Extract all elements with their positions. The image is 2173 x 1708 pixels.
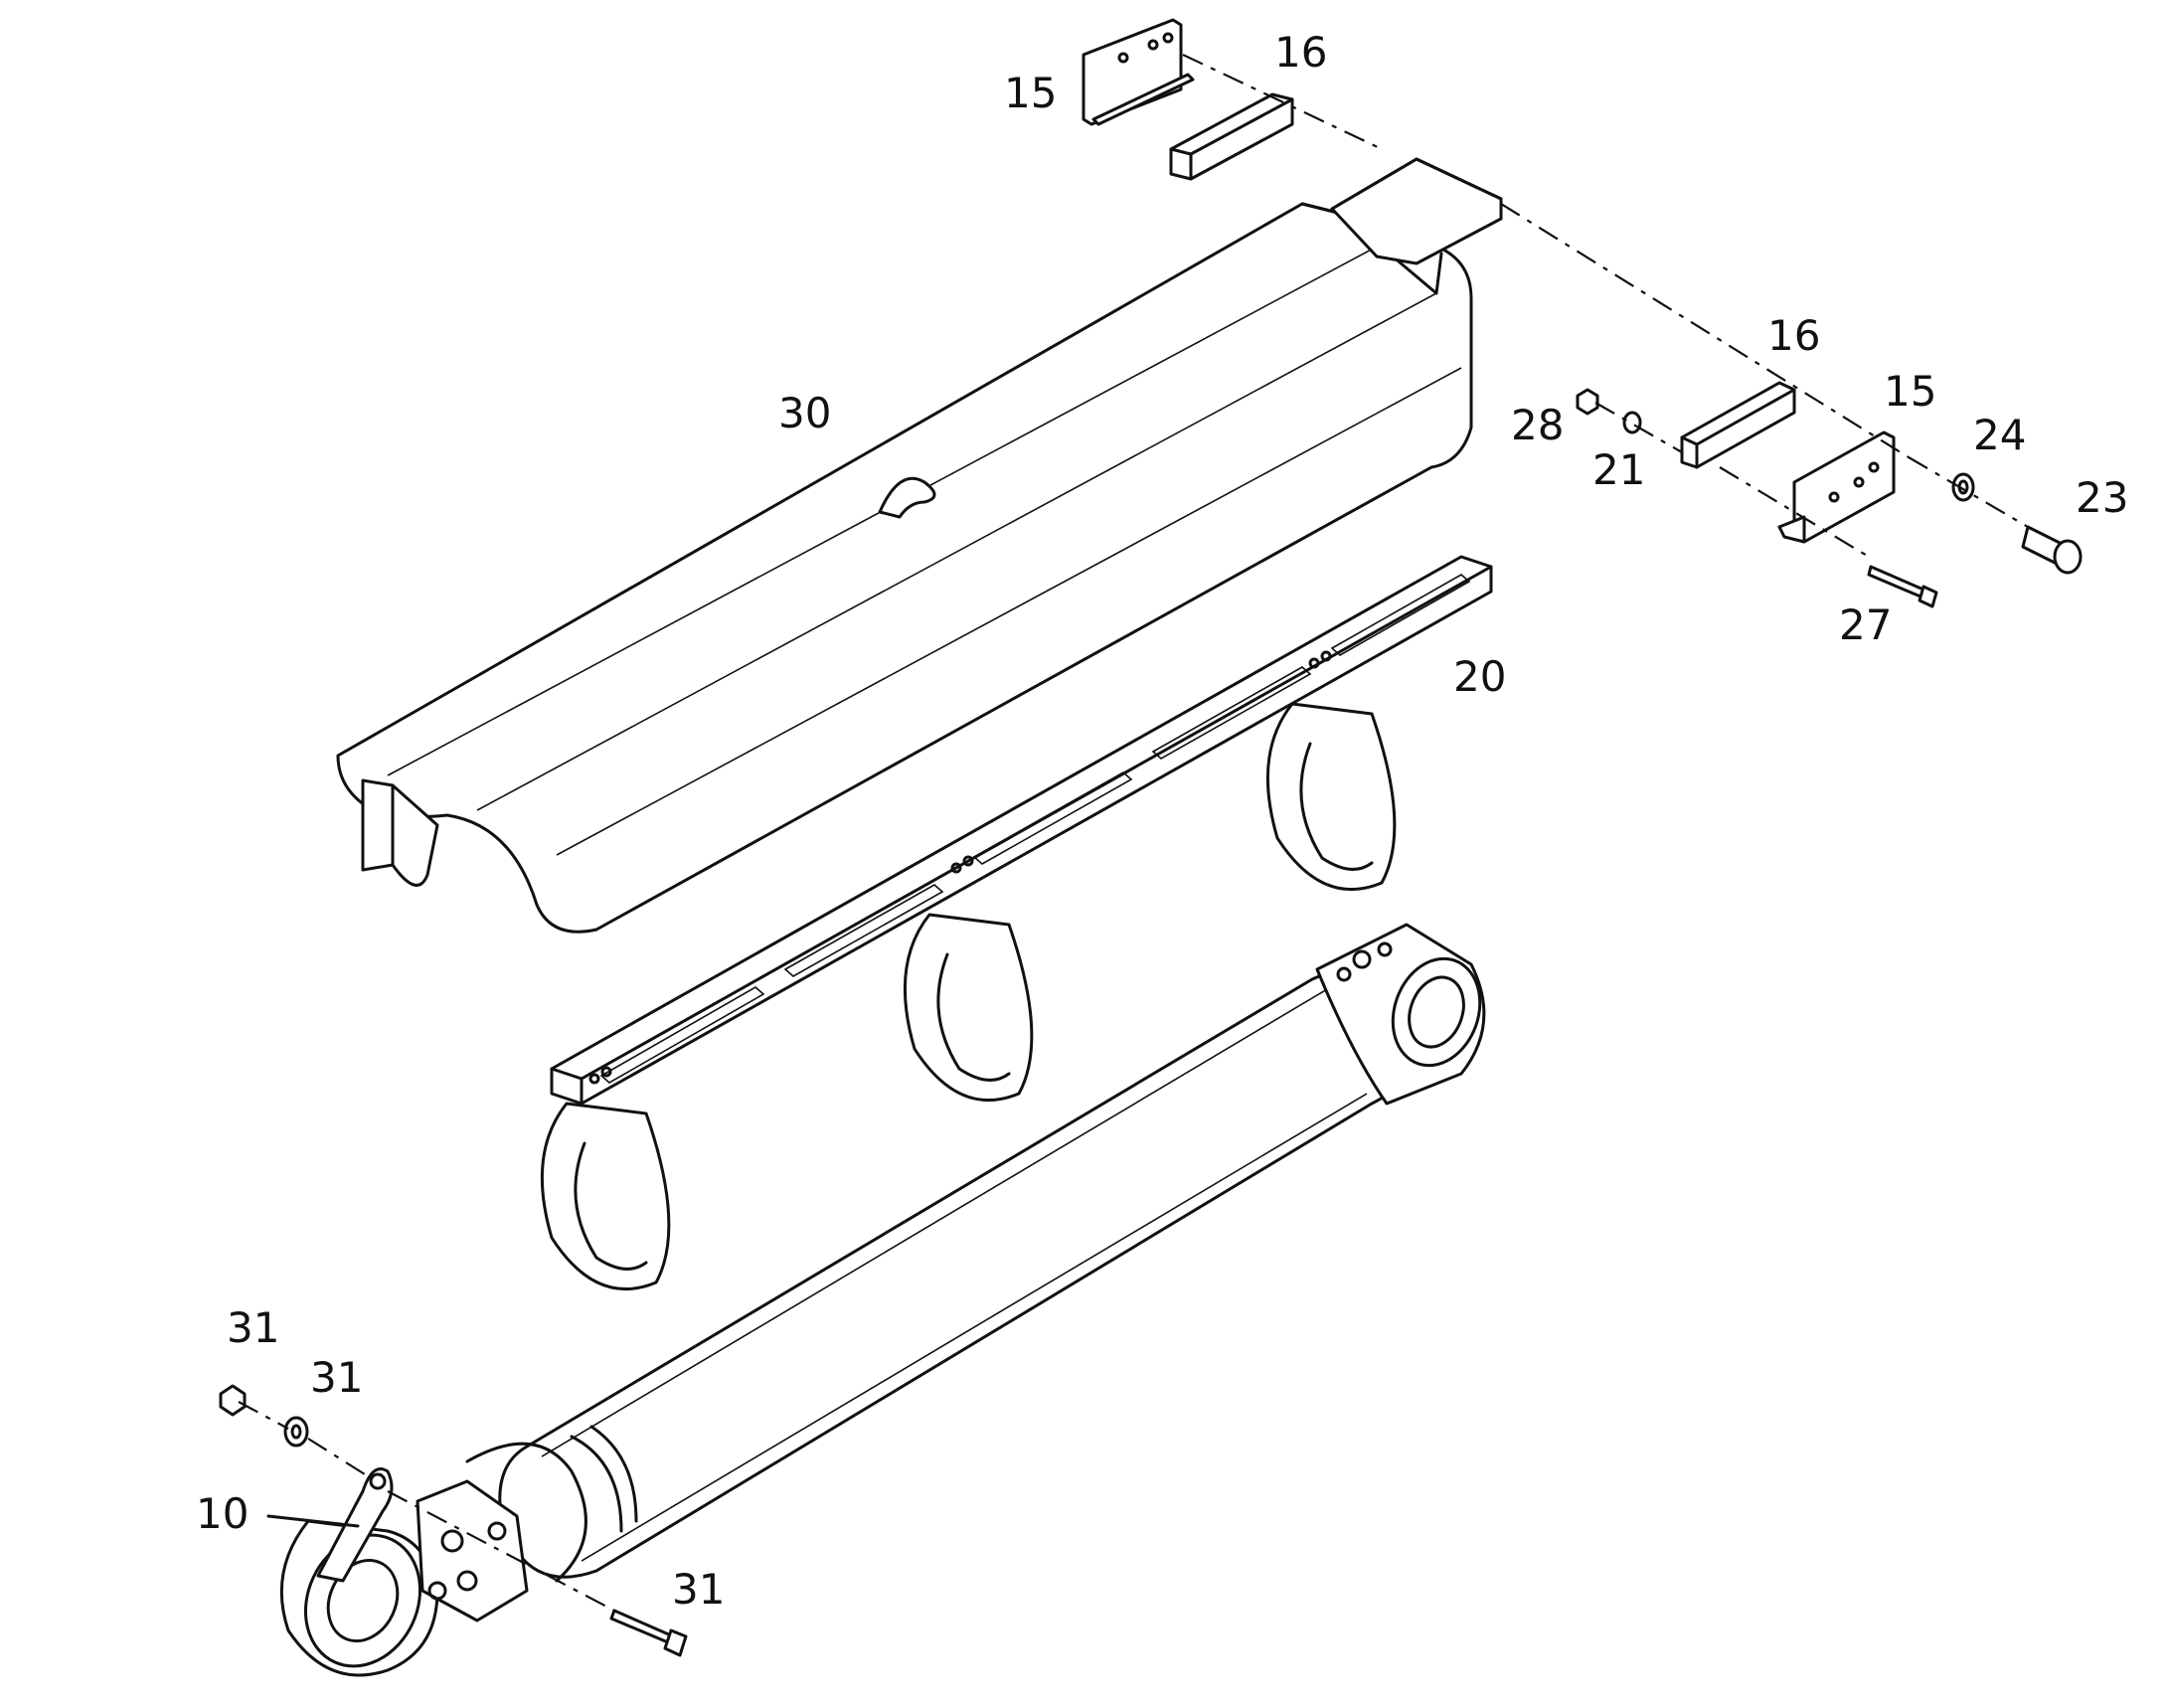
callout-16-right: 16 xyxy=(1767,311,1820,360)
callout-31-bolt: 31 xyxy=(672,1565,725,1614)
bracket-15-top xyxy=(1082,18,1195,126)
callout-31-washer: 31 xyxy=(310,1353,363,1402)
callout-20: 20 xyxy=(1453,652,1506,701)
callout-10: 10 xyxy=(196,1489,249,1538)
assembly-lines xyxy=(238,54,2029,1612)
nut-28 xyxy=(1576,388,1599,416)
callout-15-right: 15 xyxy=(1884,367,1936,416)
callout-15-top: 15 xyxy=(1004,69,1057,117)
bolt-27 xyxy=(1867,565,1938,608)
washer-24 xyxy=(1951,472,1975,502)
callout-27: 27 xyxy=(1839,600,1892,649)
hydraulic-cylinder xyxy=(279,923,1486,1677)
callout-24: 24 xyxy=(1973,411,2026,459)
guide-rail xyxy=(1330,157,1503,265)
washer-31 xyxy=(283,1416,309,1448)
callout-28: 28 xyxy=(1511,401,1564,449)
callout-16-top: 16 xyxy=(1274,28,1327,77)
support-frame xyxy=(540,555,1493,1291)
callout-23: 23 xyxy=(2076,473,2128,522)
slide-block-16-right xyxy=(1680,381,1796,469)
callout-30: 30 xyxy=(778,389,831,437)
cylinder-cover xyxy=(336,202,1473,934)
lever-leader-line xyxy=(266,1514,360,1528)
bracket-15-right xyxy=(1777,430,1896,544)
bolt-31 xyxy=(609,1609,688,1657)
callout-31-nut: 31 xyxy=(227,1303,279,1352)
callout-21: 21 xyxy=(1592,445,1645,494)
screw-23 xyxy=(2021,525,2083,575)
slide-block-16-top xyxy=(1169,92,1294,181)
washer-21 xyxy=(1622,411,1642,434)
nut-31 xyxy=(219,1384,247,1417)
